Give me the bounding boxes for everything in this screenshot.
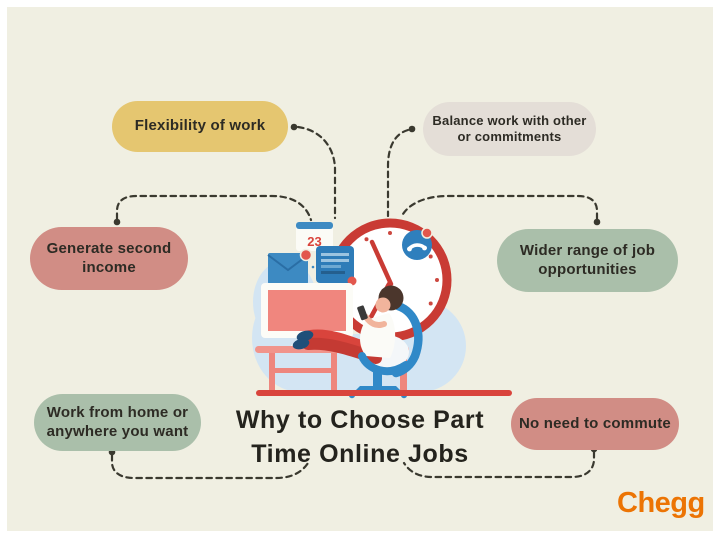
calendar-day-number: 23 xyxy=(307,234,321,249)
connector-balance xyxy=(386,128,410,218)
bubble-label: No need to commute xyxy=(519,414,671,432)
chair-seat-edge xyxy=(358,352,410,376)
title-line-2: Time Online Jobs xyxy=(251,440,469,468)
floor-line xyxy=(256,390,512,396)
bubble-label: Generate second income xyxy=(46,240,172,276)
bubble-wider-range-of-jobs: Wider range of job opportunities xyxy=(497,229,678,292)
connector-commute xyxy=(402,450,596,479)
email-icon xyxy=(267,248,313,284)
bubble-generate-second-income: Generate second income xyxy=(30,227,188,290)
connector-income xyxy=(115,194,313,222)
shoe xyxy=(296,330,314,342)
connector-dot-flexibility xyxy=(290,123,298,131)
chegg-logo: Chegg xyxy=(617,487,705,519)
bubble-label: Work from home or anywhere you want xyxy=(46,404,189,440)
calendar-icon: 23 xyxy=(296,222,333,269)
phone-call-icon xyxy=(402,227,433,260)
bubble-balance-work: Balance work with other or commitments xyxy=(423,102,596,156)
connector-home xyxy=(110,453,310,480)
person-face xyxy=(375,297,391,313)
connector-dot-income xyxy=(113,218,121,226)
connector-dot-wider xyxy=(593,218,601,226)
bubble-label: Balance work with other or commitments xyxy=(432,113,587,144)
bubble-no-need-to-commute: No need to commute xyxy=(511,398,679,450)
shoe xyxy=(292,338,310,350)
page-title: Why to Choose Part Time Online Jobs xyxy=(210,403,510,471)
connector-wider xyxy=(401,194,599,221)
smartphone xyxy=(357,305,368,321)
bubble-flexibility-of-work: Flexibility of work xyxy=(112,101,288,152)
person-working xyxy=(292,285,410,376)
bubble-label: Flexibility of work xyxy=(134,117,266,135)
connector-flexibility xyxy=(296,125,337,220)
bubble-work-from-home: Work from home or anywhere you want xyxy=(34,394,201,451)
connector-dot-balance xyxy=(408,125,416,133)
title-line-1: Why to Choose Part xyxy=(235,406,485,434)
bubble-label: Wider range of job opportunities xyxy=(519,242,656,278)
